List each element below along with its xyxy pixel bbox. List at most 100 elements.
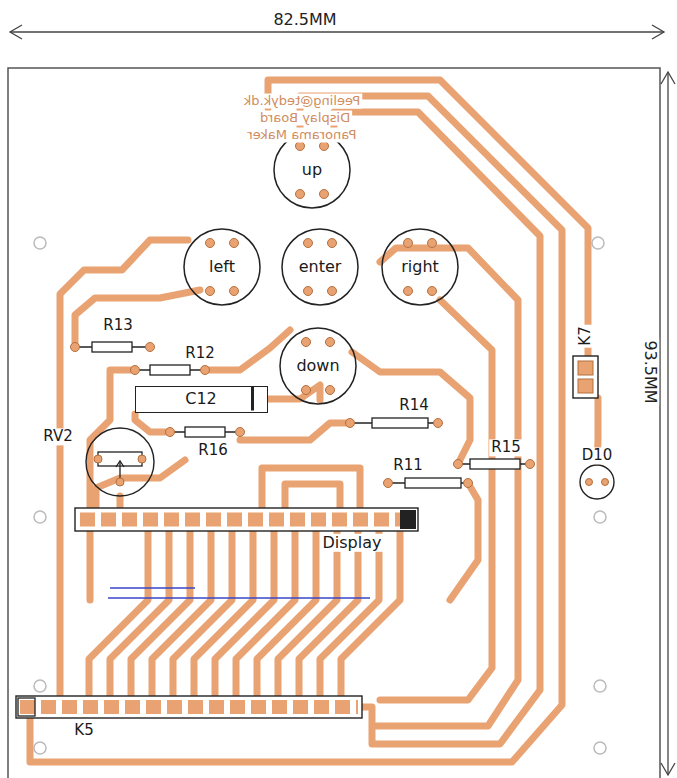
- copper-trace: [320, 530, 379, 700]
- pad: [328, 287, 337, 296]
- pad: [230, 239, 239, 248]
- pad: [404, 239, 413, 248]
- pad: [302, 386, 311, 395]
- button-label: left: [207, 258, 237, 276]
- silkscreen-text: Peeling@tedyk.dk: [242, 94, 363, 109]
- jumper-wire: [110, 587, 195, 589]
- part-label: D10: [580, 447, 615, 464]
- pad: [320, 190, 329, 199]
- pad: [230, 287, 239, 296]
- button-circle: down: [279, 327, 357, 405]
- mounting-hole: [594, 680, 606, 692]
- mounting-hole: [34, 680, 46, 692]
- copper-trace: [278, 530, 337, 700]
- copper-trace: [135, 414, 170, 432]
- button-circle: right: [381, 228, 459, 306]
- pad: [320, 142, 329, 151]
- copper-trace: [152, 530, 211, 700]
- button-outline: [282, 229, 358, 305]
- connector-label: K5: [72, 722, 95, 739]
- mounting-hole: [592, 237, 604, 249]
- pad: [404, 287, 413, 296]
- silkscreen-text: Panorama Maker: [245, 128, 358, 143]
- part-label: R13: [101, 317, 135, 334]
- copper-trace: [334, 112, 540, 744]
- jumper-symbol: [573, 356, 598, 398]
- part-label: C12: [183, 390, 219, 408]
- copper-trace: [194, 530, 253, 700]
- part-label: R12: [183, 345, 217, 362]
- button-circle: enter: [281, 228, 359, 306]
- pad: [302, 338, 311, 347]
- copper-trace: [110, 530, 169, 700]
- pad: [428, 239, 437, 248]
- connector-label: Display: [321, 534, 384, 552]
- button-circle: up: [273, 131, 351, 209]
- pad: [296, 190, 305, 199]
- copper-trace: [257, 530, 316, 700]
- copper-trace: [240, 423, 350, 440]
- button-outline: [382, 229, 458, 305]
- resistor-symbol: [454, 459, 535, 469]
- copper-trace: [215, 530, 274, 700]
- resistor-symbol: [346, 418, 443, 428]
- button-label: right: [399, 258, 441, 276]
- mounting-hole: [34, 237, 46, 249]
- board-outline: [8, 68, 660, 778]
- copper-trace: [96, 460, 185, 510]
- arrow-head: [661, 72, 675, 84]
- pad: [206, 239, 215, 248]
- copper-trace: [380, 300, 492, 700]
- k5-header: [16, 696, 362, 718]
- pad: [206, 287, 215, 296]
- button-outline: [280, 328, 356, 404]
- copper-trace: [205, 330, 290, 370]
- mounting-hole: [34, 742, 46, 754]
- button-outline: [184, 229, 260, 305]
- resistor-symbol: [71, 342, 155, 352]
- copper-trace: [89, 530, 148, 700]
- jumper-wire: [108, 597, 370, 599]
- silkscreen-text: Display Board: [258, 111, 352, 126]
- resistor-symbol: [131, 365, 210, 375]
- copper-trace: [450, 483, 478, 600]
- copper-trace: [299, 530, 358, 700]
- copper-trace: [262, 468, 360, 510]
- button-label: enter: [297, 258, 344, 276]
- mounting-holes: [34, 237, 606, 754]
- dimension-label: 82.5MM: [271, 11, 338, 29]
- part-label: K7: [577, 324, 594, 347]
- display-header: [75, 508, 418, 531]
- capacitor-box: C12: [135, 386, 268, 413]
- button-label: down: [294, 357, 341, 375]
- button-circle: left: [183, 228, 261, 306]
- copper-traces: [30, 80, 598, 762]
- pad: [296, 142, 305, 151]
- copper-trace: [30, 96, 562, 762]
- pad: [326, 386, 335, 395]
- copper-trace: [131, 530, 190, 700]
- mounting-hole: [594, 742, 606, 754]
- copper-trace: [341, 530, 400, 700]
- trimmer-symbol: [86, 428, 154, 496]
- part-label: RV2: [41, 428, 74, 445]
- button-label: up: [300, 161, 324, 179]
- pad: [328, 239, 337, 248]
- resistors: [71, 342, 535, 488]
- dimension-arrows: [10, 25, 675, 775]
- led-symbol: [580, 465, 614, 499]
- copper-trace: [236, 530, 295, 700]
- copper-trace: [352, 352, 470, 464]
- pad: [304, 239, 313, 248]
- arrow-head: [661, 763, 675, 775]
- copper-trace: [285, 484, 340, 510]
- part-label: R14: [397, 397, 431, 414]
- copper-trace: [75, 290, 200, 347]
- resistor-symbol: [166, 427, 245, 437]
- mounting-hole: [594, 511, 606, 523]
- copper-trace: [268, 385, 320, 400]
- mounting-hole: [34, 511, 46, 523]
- capacitor-polarity-mark: [251, 387, 254, 411]
- arrow-head: [652, 25, 664, 39]
